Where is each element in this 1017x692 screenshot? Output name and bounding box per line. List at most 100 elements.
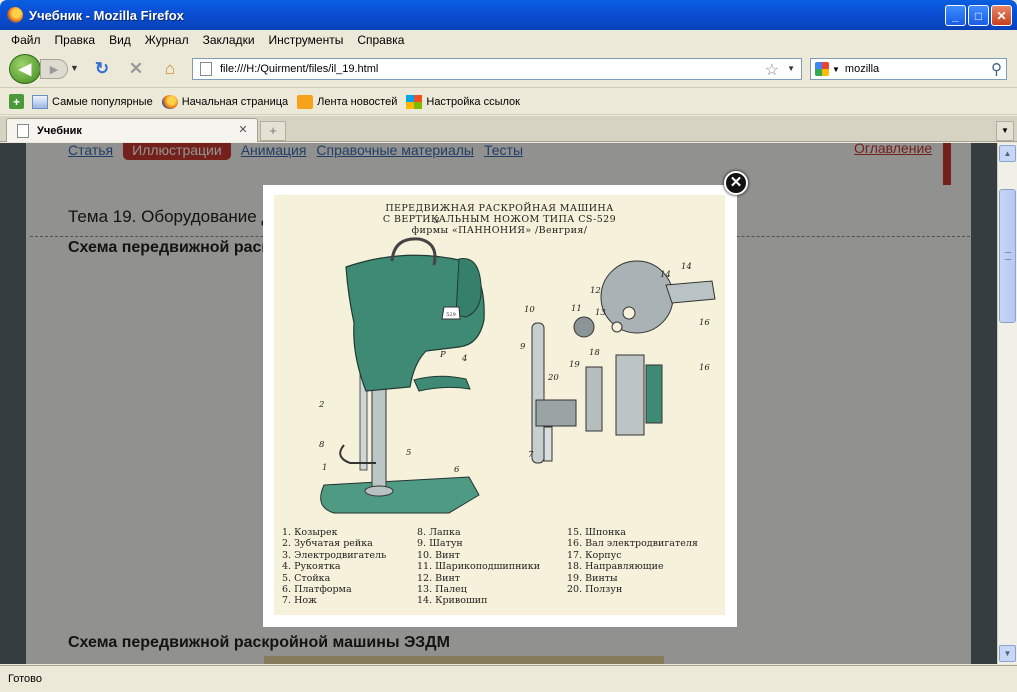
title-line: ПЕРЕДВИЖНАЯ РАСКРОЙНАЯ МАШИНА [385,203,614,214]
menu-bookmarks[interactable]: Закладки [202,33,255,47]
navigation-toolbar: ◀ ▶ ▼ ↻ ✕ ⌂ file:///H:/Quirment/files/il… [0,50,1017,88]
forward-arrow-icon: ▶ [49,63,59,76]
tab-list-dropdown-icon[interactable]: ▼ [996,121,1014,141]
search-box[interactable]: ▼ mozilla ⚲ [810,58,1007,80]
google-icon[interactable] [815,62,829,76]
menu-edit[interactable]: Правка [54,33,96,47]
disc-hole-shape [611,321,623,333]
callout-label: 6 [454,465,460,475]
url-text[interactable]: file:///H:/Quirment/files/il_19.html [220,63,379,75]
scroll-thumb[interactable] [999,189,1016,323]
machine-diagram: 529 1 2 3 4 5 6 8 P [318,216,716,514]
add-bookmark-icon[interactable]: + [9,94,24,109]
nav-link-tests[interactable]: Тесты [483,143,524,158]
close-window-button[interactable]: ✕ [991,5,1012,26]
title-line: фирмы «ПАННОНИЯ» /Венгрия/ [411,225,588,236]
search-engine-dropdown-icon[interactable]: ▼ [832,64,840,74]
handle-loop-shape [390,237,437,266]
callout-label: 18 [589,348,600,358]
legend-item: 18. Направляющие [567,561,664,573]
grip-icon [1005,252,1011,260]
page-icon [200,62,212,76]
close-lightbox-icon[interactable]: ✕ [724,171,748,195]
bookmark-news-feed[interactable]: Лента новостей [297,94,398,109]
reload-icon[interactable]: ↻ [94,59,110,78]
callout-label: 7 [528,450,534,460]
legend-item: 6. Платформа [282,583,352,595]
platform-shape [320,476,480,514]
close-tab-icon[interactable]: ✕ [238,124,248,136]
image-strip [264,656,664,664]
address-bar[interactable]: file:///H:/Quirment/files/il_19.html ☆ ▼ [192,58,802,80]
menu-history[interactable]: Журнал [144,33,189,47]
bookmarks-toolbar: + Самые популярные Начальная страница Ле… [0,89,1017,115]
badge-shape [441,306,461,320]
bookmark-label: Начальная страница [181,95,289,108]
rss-feed-icon [297,94,314,109]
menu-view[interactable]: Вид [109,33,131,47]
home-icon[interactable]: ⌂ [164,59,176,78]
bookmark-most-visited[interactable]: Самые популярные [32,94,153,109]
folder-icon [32,94,48,109]
new-tab-button[interactable]: + [260,121,286,141]
housing-part-shape [645,364,663,424]
minimize-button[interactable]: _ [945,5,966,26]
legend-item: 15. Шпонка [567,527,626,538]
callout-label: 1 [322,463,327,473]
firefox-small-icon [161,94,178,109]
contents-link[interactable]: Оглавление [854,143,933,156]
legend-column-1: 1. Козырек 2. Зубчатая рейка 3. Электрод… [282,527,386,607]
bookmark-start-page[interactable]: Начальная страница [161,94,289,109]
callout-label: 19 [569,360,580,370]
legend-item: 9. Шатун [417,538,463,550]
connecting-rod-shape [531,322,545,464]
maximize-button[interactable]: □ [968,5,989,26]
machine-assembled: 529 [320,237,485,514]
nav-link-animation[interactable]: Анимация [240,143,307,158]
legend-column-2: 8. Лапка 9. Шатун 10. Винт 11. Шарикопод… [417,527,540,607]
guide-shape [585,366,603,432]
callout-label: 10 [524,305,535,315]
scroll-down-icon[interactable]: ▼ [999,645,1016,662]
guide-block-shape [615,354,645,436]
nav-link-reference[interactable]: Справочные материалы [316,143,474,158]
vertical-scrollbar[interactable]: ▲ ▼ [997,143,1017,664]
legend-item: 19. Винты [567,572,618,584]
menu-file[interactable]: Файл [11,33,41,47]
column-base-shape [364,485,394,497]
stop-icon[interactable]: ✕ [128,59,144,78]
legend-item: 1. Козырек [282,527,338,538]
firefox-icon [7,7,23,23]
callout-label: 9 [520,342,526,352]
slider-shape [535,399,577,427]
menu-tools[interactable]: Инструменты [268,33,344,47]
knife-shape [543,426,553,462]
machine-exploded [531,260,716,464]
legend-item: 2. Зубчатая рейка [282,538,373,550]
bookmark-customize-links[interactable]: Настройка ссылок [406,94,520,109]
nav-link-article[interactable]: Статья [68,143,114,158]
legend-item: 3. Электродвигатель [282,549,387,561]
callout-label: 16 [699,318,710,328]
windows-flag-icon [406,94,423,109]
magnifier-icon[interactable]: ⚲ [991,61,1002,78]
back-button[interactable]: ◀ [9,54,41,84]
nav-link-illustrations[interactable]: Иллюстрации [123,143,231,160]
search-input[interactable]: mozilla [844,63,880,75]
disc-hole-shape [622,306,636,320]
legend-item: 14. Кривошип [417,595,488,607]
status-bar: Готово [0,665,1017,692]
url-dropdown-icon[interactable]: ▼ [787,64,795,73]
forward-button[interactable]: ▶ [40,59,68,79]
star-bookmark-icon[interactable]: ☆ [764,62,779,79]
bookmark-label: Лента новостей [317,95,398,108]
history-dropdown-icon[interactable]: ▼ [70,63,79,73]
badge-text: 529 [446,312,456,318]
scroll-up-icon[interactable]: ▲ [999,145,1016,162]
menu-help[interactable]: Справка [357,33,405,47]
presser-foot-shape [339,444,376,464]
menu-bar: Файл Правка Вид Журнал Закладки Инструме… [0,30,1017,50]
tab-textbook[interactable]: Учебник ✕ [6,118,258,142]
callout-label: 20 [547,373,559,383]
legend-item: 13. Палец [417,583,467,595]
